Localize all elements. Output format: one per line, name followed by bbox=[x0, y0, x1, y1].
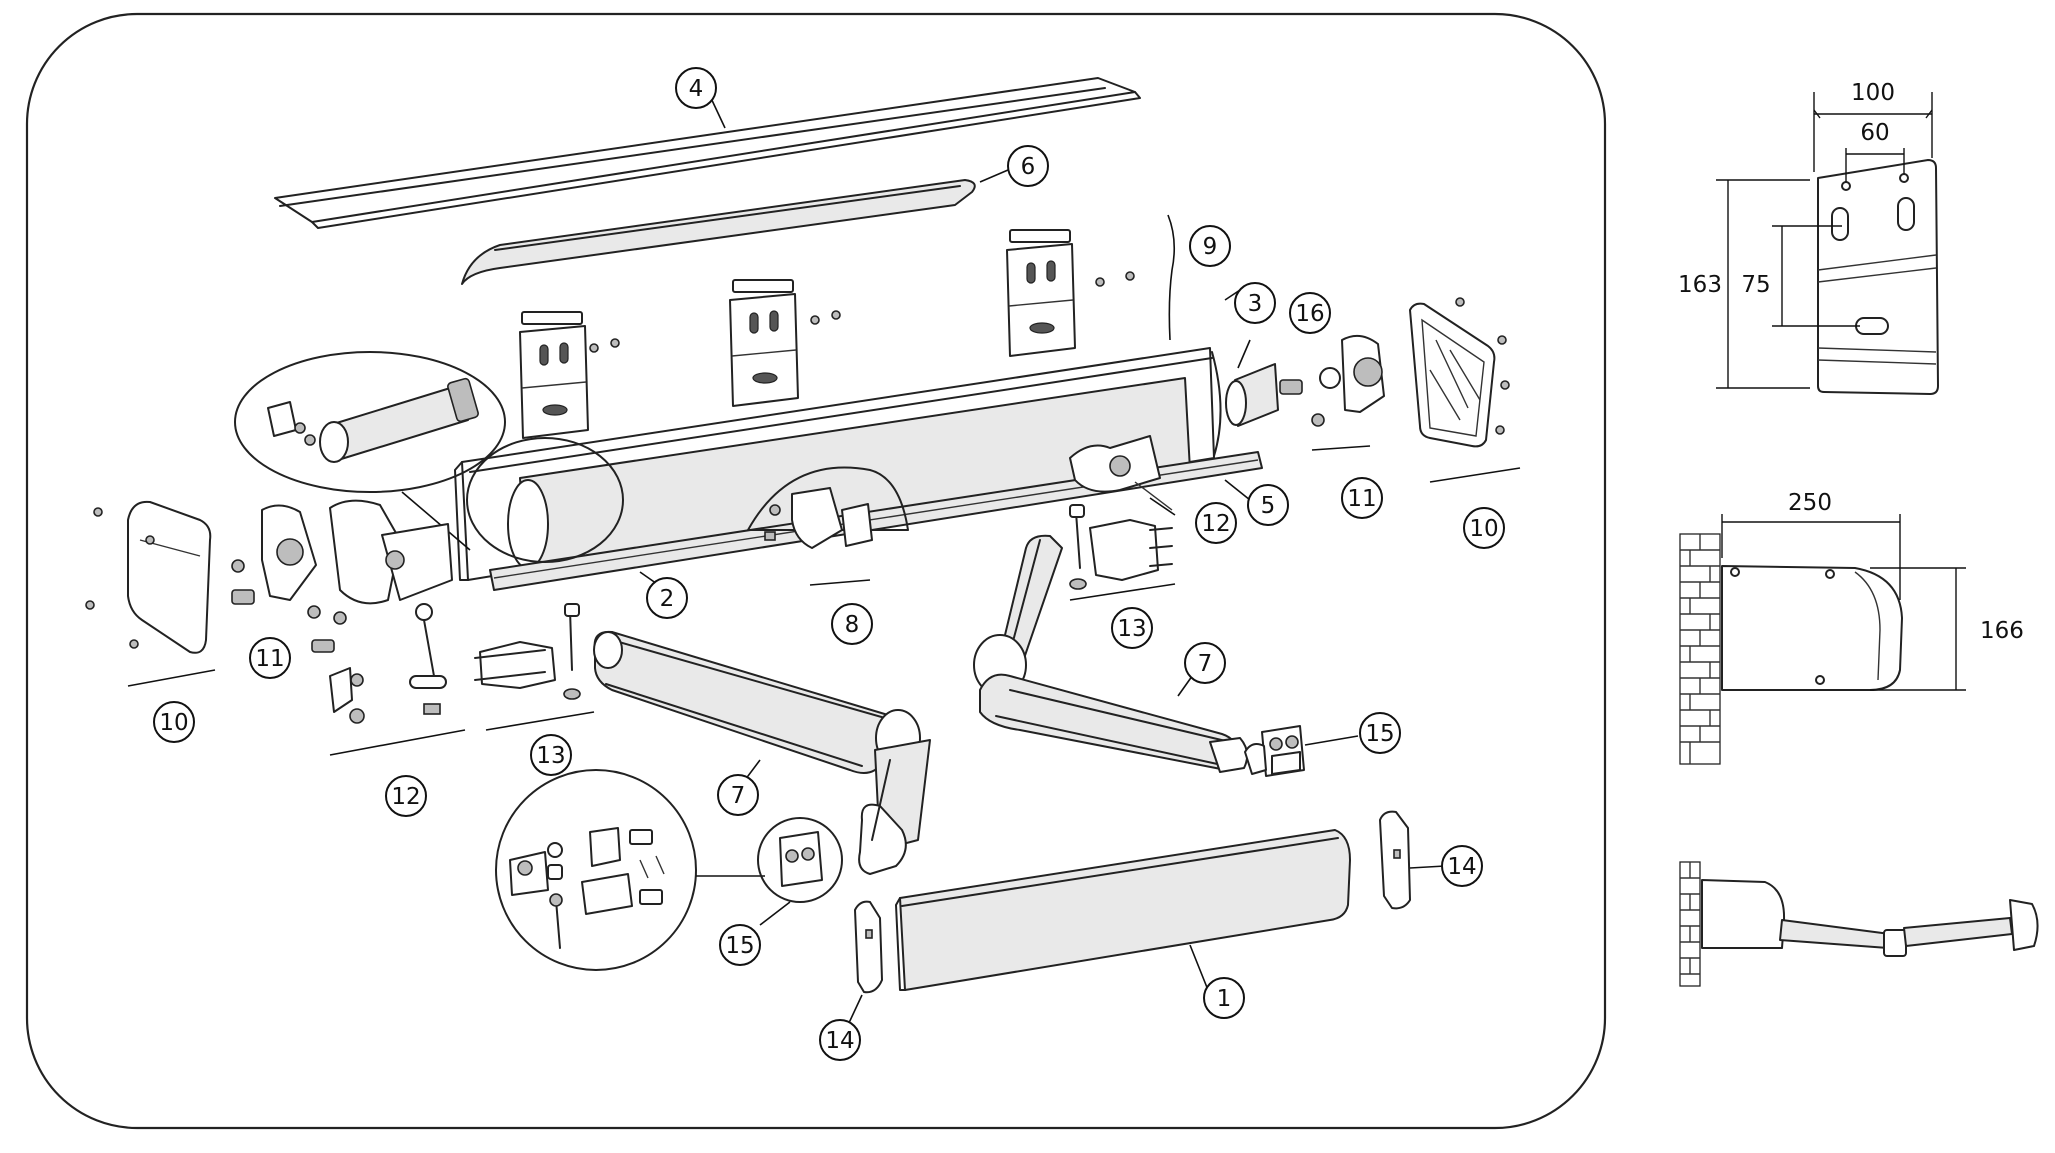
svg-text:15: 15 bbox=[1365, 721, 1394, 747]
callout-11-right: 11 bbox=[1341, 477, 1383, 519]
svg-text:12: 12 bbox=[391, 784, 420, 810]
svg-text:1: 1 bbox=[1217, 986, 1232, 1012]
dim-cassette-height: 166 bbox=[1980, 618, 2024, 644]
callout-7-arm-right: 7 bbox=[1184, 642, 1226, 684]
callout-11-left: 11 bbox=[249, 637, 291, 679]
dim-hole-spacing: 60 bbox=[1860, 120, 1889, 146]
cassette-body-parts-2-3-5 bbox=[454, 347, 1263, 591]
svg-text:13: 13 bbox=[536, 743, 565, 769]
end-plug-part-16 bbox=[1225, 363, 1341, 427]
svg-text:13: 13 bbox=[1117, 616, 1146, 642]
end-bracket-part-11-left bbox=[231, 504, 317, 605]
callout-15-left: 15 bbox=[719, 924, 761, 966]
end-cap-part-10-left bbox=[85, 500, 216, 687]
callout-1: 1 bbox=[1203, 977, 1245, 1019]
detail-bubble-part-8 bbox=[747, 466, 909, 586]
detail-bubble-part-15 bbox=[495, 769, 843, 971]
arm-holder-part-12-upper bbox=[1069, 435, 1173, 511]
svg-text:16: 16 bbox=[1295, 301, 1324, 327]
callout-4: 4 bbox=[675, 67, 717, 109]
callout-2: 2 bbox=[646, 577, 688, 619]
hinge-part-13-left bbox=[474, 603, 595, 731]
svg-text:12: 12 bbox=[1201, 511, 1230, 537]
svg-text:6: 6 bbox=[1021, 154, 1036, 180]
callout-6: 6 bbox=[1007, 145, 1049, 187]
svg-text:11: 11 bbox=[255, 646, 284, 672]
callout-3: 3 bbox=[1234, 282, 1276, 324]
svg-text:5: 5 bbox=[1261, 493, 1276, 519]
callout-13-right: 13 bbox=[1111, 607, 1153, 649]
extended-arm-side-view bbox=[1679, 861, 2039, 987]
svg-text:10: 10 bbox=[159, 710, 188, 736]
end-cap-part-14-left bbox=[847, 900, 883, 1026]
callout-9: 9 bbox=[1189, 225, 1231, 267]
dim-bracket-width: 100 bbox=[1851, 80, 1895, 106]
svg-text:4: 4 bbox=[689, 76, 704, 102]
dim-projection: 250 bbox=[1788, 490, 1832, 516]
folding-arm-part-7-right bbox=[973, 534, 1249, 773]
end-bracket-part-11-right bbox=[1311, 334, 1385, 451]
svg-text:14: 14 bbox=[1447, 854, 1476, 880]
svg-text:7: 7 bbox=[1198, 651, 1213, 677]
svg-text:7: 7 bbox=[731, 783, 746, 809]
folding-arm-part-7-left bbox=[593, 630, 931, 875]
callout-5: 5 bbox=[1247, 484, 1289, 526]
svg-text:8: 8 bbox=[845, 612, 860, 638]
hinge-part-13-right bbox=[1069, 504, 1176, 601]
wall-brackets-part-9 bbox=[519, 214, 1176, 439]
callout-14-right: 14 bbox=[1441, 845, 1483, 887]
svg-text:9: 9 bbox=[1203, 234, 1218, 260]
callout-16: 16 bbox=[1289, 292, 1331, 334]
callout-10-left: 10 bbox=[153, 701, 195, 743]
callout-13-left: 13 bbox=[530, 734, 572, 776]
end-cap-part-14-right bbox=[1379, 810, 1446, 910]
svg-text:2: 2 bbox=[660, 586, 675, 612]
svg-text:14: 14 bbox=[825, 1028, 854, 1054]
end-cap-part-10-right bbox=[1409, 297, 1521, 483]
svg-text:10: 10 bbox=[1469, 516, 1498, 542]
svg-text:15: 15 bbox=[725, 933, 754, 959]
svg-text:11: 11 bbox=[1347, 486, 1376, 512]
arm-mount-part-12-left bbox=[307, 499, 466, 756]
detail-circle-tube-end bbox=[466, 437, 624, 563]
callout-12-left: 12 bbox=[385, 775, 427, 817]
callout-7-arm-left: 7 bbox=[717, 774, 759, 816]
callout-15-right: 15 bbox=[1359, 712, 1401, 754]
svg-text:3: 3 bbox=[1248, 291, 1263, 317]
front-cover-part-6 bbox=[461, 179, 976, 285]
cassette-side-view: 250 166 bbox=[1679, 490, 2024, 765]
dim-slot-spacing: 75 bbox=[1741, 272, 1770, 298]
arm-end-part-15-right bbox=[1244, 725, 1359, 777]
bracket-dimension-view: 100 60 163 75 bbox=[1678, 80, 1939, 395]
detail-bubble-roller-tube bbox=[234, 351, 506, 551]
callout-8: 8 bbox=[831, 603, 873, 645]
callout-14-left: 14 bbox=[819, 1019, 861, 1061]
callout-10-right: 10 bbox=[1463, 507, 1505, 549]
top-cover-part-4 bbox=[274, 77, 1141, 229]
dim-bracket-height: 163 bbox=[1678, 272, 1722, 298]
front-bar-part-1 bbox=[895, 829, 1351, 991]
callout-12-right: 12 bbox=[1195, 502, 1237, 544]
diagram-frame bbox=[25, 12, 1607, 1130]
